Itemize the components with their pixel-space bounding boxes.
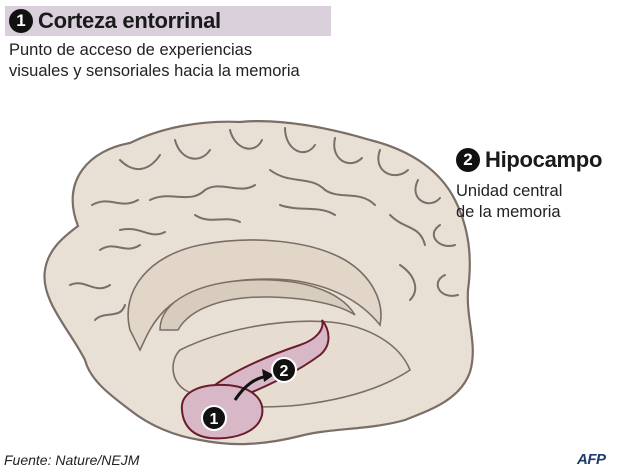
hippocampus-heading: 2 Hipocampo xyxy=(452,145,619,175)
description-line: Punto de acceso de experiencias xyxy=(9,41,253,59)
hippocampus-title: Hipocampo xyxy=(485,147,603,172)
entorhinal-cortex-description: Punto de acceso de experiencias visuales… xyxy=(9,40,329,82)
description-line: Unidad central xyxy=(456,182,563,200)
hippocampus-description: Unidad central de la memoria xyxy=(456,181,616,223)
marker-1-label: 1 xyxy=(210,411,219,428)
marker-2-label: 2 xyxy=(280,363,289,380)
agency-logo: AFP xyxy=(577,451,606,468)
brain-folds xyxy=(69,127,459,321)
number-badge-1: 1 xyxy=(9,9,33,33)
flow-arrowhead xyxy=(262,369,274,382)
description-line: visuales y sensoriales hacia la memoria xyxy=(9,62,300,80)
entorhinal-cortex-title: Corteza entorrinal xyxy=(38,8,221,33)
description-line: de la memoria xyxy=(456,203,561,221)
source-credit: Fuente: Nature/NEJM xyxy=(4,452,140,468)
marker-1-badge xyxy=(201,405,227,431)
number-badge-2: 2 xyxy=(456,148,480,172)
entorhinal-cortex-heading: 1 Corteza entorrinal xyxy=(5,6,331,36)
marker-2-badge xyxy=(271,357,297,383)
corpus-callosum xyxy=(159,279,356,331)
